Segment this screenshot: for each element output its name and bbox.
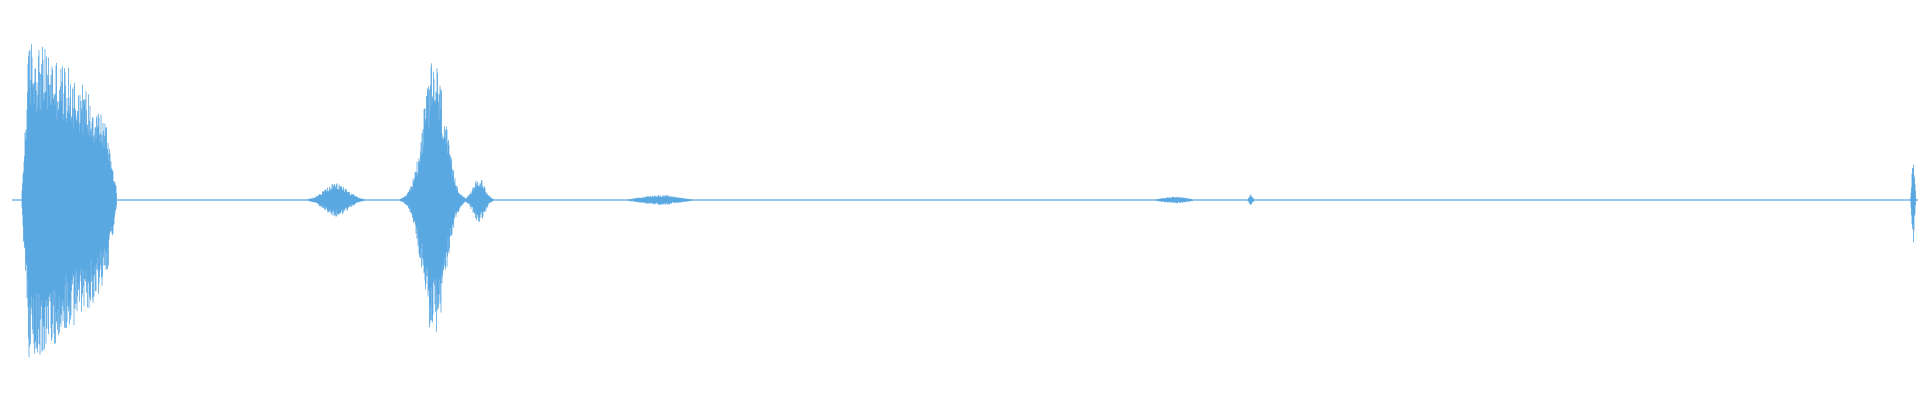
waveform-signal bbox=[21, 44, 1917, 358]
waveform-group bbox=[12, 44, 1918, 358]
